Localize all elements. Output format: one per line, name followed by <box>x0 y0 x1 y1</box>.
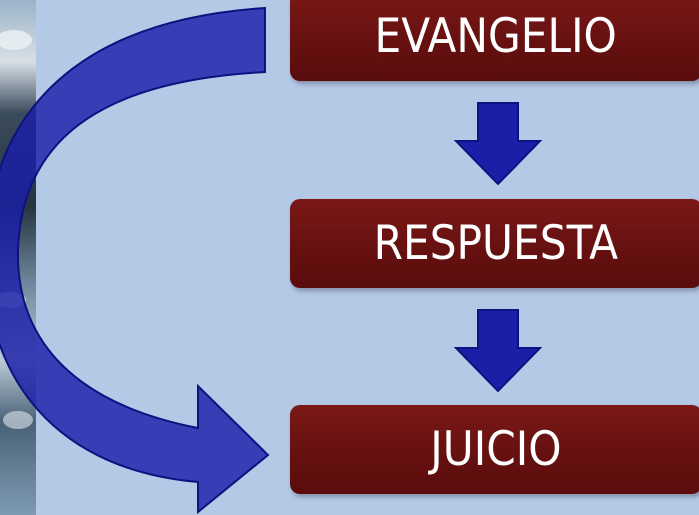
step-label-evangelio: EVANGELIO <box>374 9 618 64</box>
curved-arrow <box>0 6 270 515</box>
down-arrow-2 <box>453 309 543 393</box>
down-arrow-1 <box>453 102 543 186</box>
step-box-evangelio: EVANGELIO <box>290 0 699 81</box>
step-label-juicio: JUICIO <box>430 422 562 477</box>
step-box-respuesta: RESPUESTA <box>290 199 699 288</box>
step-box-juicio: JUICIO <box>290 405 699 494</box>
step-label-respuesta: RESPUESTA <box>373 216 619 271</box>
